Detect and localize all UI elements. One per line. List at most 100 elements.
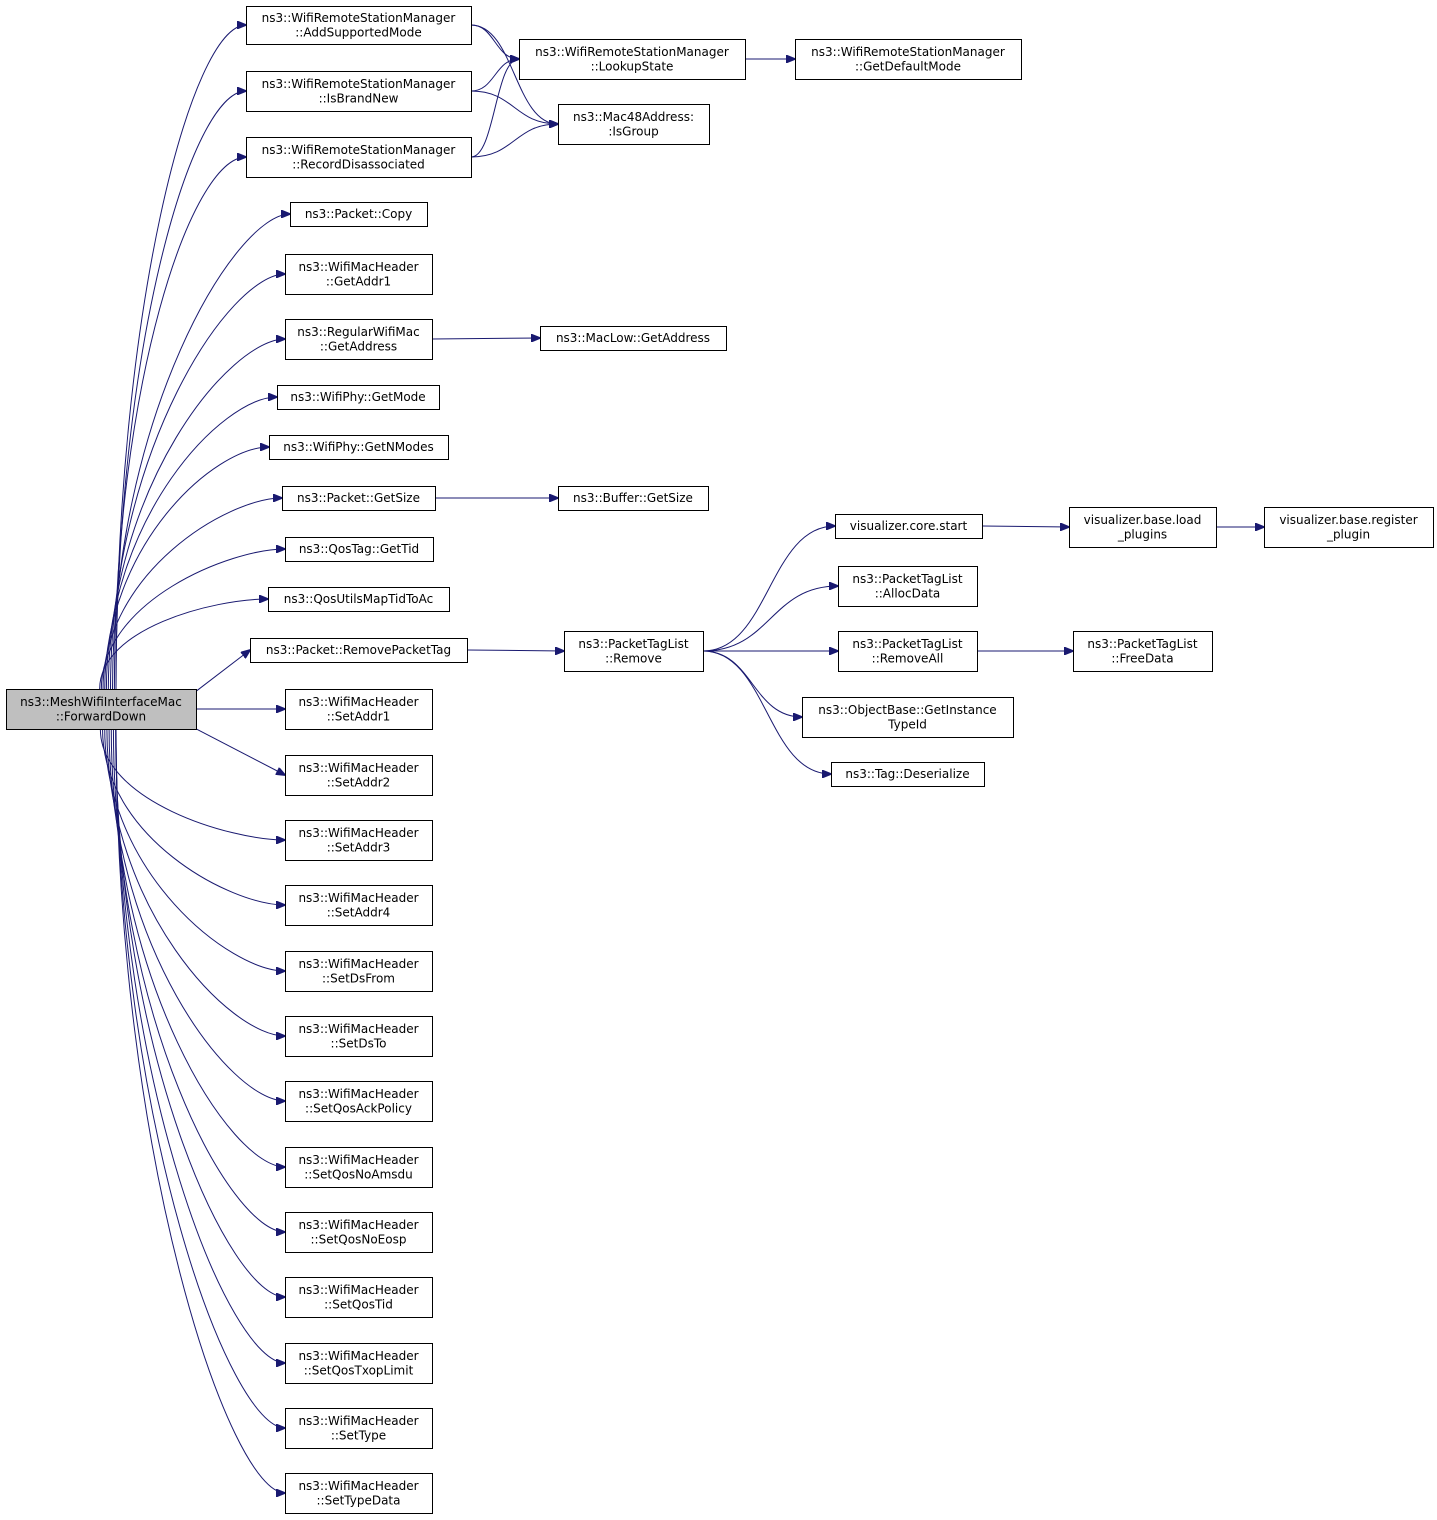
node-setaddr3[interactable]: ns3::WifiMacHeader::SetAddr3 — [285, 820, 433, 861]
node-label-line: visualizer.core.start — [850, 519, 968, 533]
node-label-line: ::SetDsTo — [331, 1036, 387, 1050]
node-setqosnoeosp[interactable]: ns3::WifiMacHeader::SetQosNoEosp — [285, 1212, 433, 1253]
edge-root-to-qosutils — [99, 599, 268, 690]
node-label-line: TypeId — [887, 717, 927, 731]
node-box — [282, 486, 436, 511]
node-box — [285, 537, 434, 562]
edges-layer — [99, 24, 1264, 1493]
edge-root-to-removepackettag — [195, 650, 250, 692]
edge-root-to-setdsto — [106, 728, 285, 1036]
node-getnmodes[interactable]: ns3::WifiPhy::GetNModes — [269, 435, 449, 460]
node-setdsto[interactable]: ns3::WifiMacHeader::SetDsTo — [285, 1016, 433, 1057]
edge-root-to-setaddr4 — [102, 728, 285, 905]
edge-root-to-packetgetsize — [102, 498, 282, 690]
edge-recorddis-to-lookupstate — [470, 59, 519, 158]
node-label-line: ns3::MeshWifiInterfaceMac — [20, 695, 182, 709]
node-label-line: ns3::WifiRemoteStationManager — [262, 11, 456, 25]
edge-root-to-setdsfrom — [104, 728, 285, 971]
node-label-line: ::SetDsFrom — [322, 971, 395, 985]
edge-isbrandnew-to-isgroup — [470, 90, 558, 124]
node-label-line: _plugin — [1326, 527, 1370, 541]
node-vizload[interactable]: visualizer.base.load_plugins — [1069, 507, 1217, 548]
node-label-line: ns3::Packet::Copy — [305, 207, 412, 221]
node-box — [250, 638, 468, 663]
node-maclowgetaddress[interactable]: ns3::MacLow::GetAddress — [540, 326, 727, 351]
edge-removepackettag-to-ptlremove — [466, 650, 564, 651]
node-label-line: ns3::WifiMacHeader — [298, 1087, 418, 1101]
node-box — [277, 385, 440, 410]
node-packetgetsize[interactable]: ns3::Packet::GetSize — [282, 486, 436, 511]
node-label-line: ::RemoveAll — [872, 651, 944, 665]
node-setqostid[interactable]: ns3::WifiMacHeader::SetQosTid — [285, 1277, 433, 1318]
node-root[interactable]: ns3::MeshWifiInterfaceMac::ForwardDown — [6, 689, 197, 730]
node-isbrandnew[interactable]: ns3::WifiRemoteStationManager::IsBrandNe… — [246, 71, 472, 112]
node-label-line: ns3::WifiMacHeader — [298, 1349, 418, 1363]
node-label-line: _plugins — [1117, 527, 1167, 541]
node-box — [558, 104, 710, 145]
node-tagdeserialize[interactable]: ns3::Tag::Deserialize — [831, 762, 985, 787]
node-packetcopy[interactable]: ns3::Packet::Copy — [290, 202, 428, 227]
node-ptlremove[interactable]: ns3::PacketTagList::Remove — [564, 631, 704, 672]
node-label-line: ns3::WifiMacHeader — [298, 1218, 418, 1232]
node-getmode[interactable]: ns3::WifiPhy::GetMode — [277, 385, 440, 410]
node-recorddis[interactable]: ns3::WifiRemoteStationManager::RecordDis… — [246, 137, 472, 178]
node-label-line: ::SetQosTxopLimit — [304, 1363, 414, 1377]
node-setaddr1[interactable]: ns3::WifiMacHeader::SetAddr1 — [285, 689, 433, 730]
node-label-line: ::SetQosTid — [324, 1297, 393, 1311]
node-label-line: ns3::WifiMacHeader — [298, 1283, 418, 1297]
edge-ptlremove-to-tagdeserialize — [702, 650, 831, 774]
node-setqosack[interactable]: ns3::WifiMacHeader::SetQosAckPolicy — [285, 1081, 433, 1122]
node-getdefaultmode[interactable]: ns3::WifiRemoteStationManager::GetDefaul… — [795, 39, 1022, 80]
node-label-line: ns3::WifiMacHeader — [298, 260, 418, 274]
node-label-line: ns3::WifiMacHeader — [298, 1479, 418, 1493]
node-box — [1069, 507, 1217, 548]
node-isgroup[interactable]: ns3::Mac48Address::IsGroup — [558, 104, 710, 145]
node-label-line: ::SetQosNoEosp — [311, 1232, 407, 1246]
node-ptlremoveall[interactable]: ns3::PacketTagList::RemoveAll — [838, 631, 978, 672]
node-settype[interactable]: ns3::WifiMacHeader::SetType — [285, 1408, 433, 1449]
node-label-line: ::IsBrandNew — [319, 91, 399, 105]
node-setqostxop[interactable]: ns3::WifiMacHeader::SetQosTxopLimit — [285, 1343, 433, 1384]
edge-root-to-setaddr3 — [99, 728, 285, 840]
node-box — [1264, 507, 1434, 548]
node-vizstart[interactable]: visualizer.core.start — [835, 514, 983, 539]
node-removepackettag[interactable]: ns3::Packet::RemovePacketTag — [250, 638, 468, 663]
node-getaddr1[interactable]: ns3::WifiMacHeader::GetAddr1 — [285, 254, 433, 295]
node-setdsfrom[interactable]: ns3::WifiMacHeader::SetDsFrom — [285, 951, 433, 992]
node-regulargetaddress[interactable]: ns3::RegularWifiMac::GetAddress — [285, 319, 433, 360]
node-vizregister[interactable]: visualizer.base.register_plugin — [1264, 507, 1434, 548]
node-box — [268, 587, 450, 612]
node-setaddr4[interactable]: ns3::WifiMacHeader::SetAddr4 — [285, 885, 433, 926]
edge-addsupported-to-isgroup — [470, 24, 558, 124]
node-box — [285, 1343, 433, 1384]
node-box — [246, 6, 472, 45]
edge-root-to-setqosnoamsdu — [110, 728, 285, 1167]
node-label-line: :IsGroup — [608, 124, 658, 138]
node-setaddr2[interactable]: ns3::WifiMacHeader::SetAddr2 — [285, 755, 433, 796]
node-label-line: ns3::QosTag::GetTid — [299, 542, 419, 556]
node-lookupstate[interactable]: ns3::WifiRemoteStationManager::LookupSta… — [519, 39, 746, 80]
edge-root-to-gettid — [100, 549, 285, 690]
node-box — [285, 689, 433, 730]
node-label-line: ns3::WifiMacHeader — [298, 891, 418, 905]
node-box — [558, 486, 709, 511]
node-addsupported[interactable]: ns3::WifiRemoteStationManager::AddSuppor… — [246, 6, 472, 45]
node-box — [802, 697, 1014, 738]
edge-root-to-setqostxop — [115, 728, 285, 1363]
node-box — [285, 755, 433, 796]
node-gettid[interactable]: ns3::QosTag::GetTid — [285, 537, 434, 562]
node-box — [285, 1277, 433, 1318]
node-label-line: ns3::PacketTagList — [852, 637, 962, 651]
node-settypedata[interactable]: ns3::WifiMacHeader::SetTypeData — [285, 1473, 433, 1514]
node-label-line: ns3::Buffer::GetSize — [573, 491, 693, 505]
node-buffergetsize[interactable]: ns3::Buffer::GetSize — [558, 486, 709, 511]
node-ptlfreedata[interactable]: ns3::PacketTagList::FreeData — [1073, 631, 1213, 672]
node-setqosnoamsdu[interactable]: ns3::WifiMacHeader::SetQosNoAmsdu — [285, 1147, 433, 1188]
node-qosutils[interactable]: ns3::QosUtilsMapTidToAc — [268, 587, 450, 612]
node-ptlallocdata[interactable]: ns3::PacketTagList::AllocData — [838, 566, 978, 607]
edge-root-to-packetcopy — [112, 214, 291, 690]
node-label-line: ::RecordDisassociated — [292, 157, 425, 171]
node-label-line: ::AddSupportedMode — [295, 25, 421, 39]
